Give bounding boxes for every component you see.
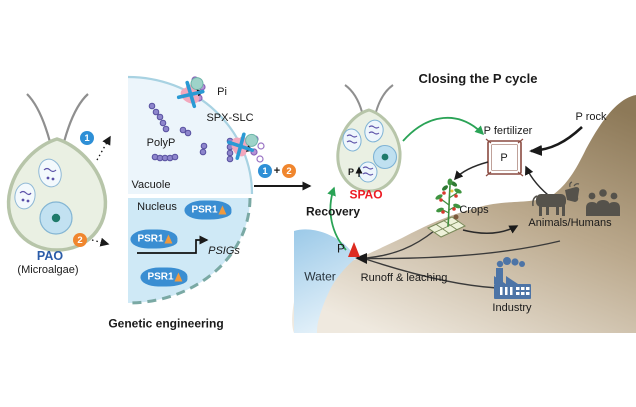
step1-badge: 1: [80, 131, 94, 145]
x-mark-icon: [227, 132, 255, 160]
psr1-marker-icon: [218, 205, 227, 215]
vacuole-organelle: [364, 119, 384, 143]
promoter-arrow: [137, 235, 209, 254]
industry-label: Industry: [492, 301, 532, 314]
runoff-arrows: [355, 230, 561, 289]
factory-icon: [494, 257, 531, 299]
polyp-label: PolyP: [146, 136, 176, 149]
pi-label: Pi: [217, 85, 227, 98]
psr1-marker-icon: [164, 234, 173, 244]
psr1-protein: PSR1: [130, 229, 178, 249]
step1-badge: 1: [258, 164, 272, 178]
spx-slc-transporter-icon: [176, 77, 205, 109]
fertilizer-bag-letter: P: [500, 151, 508, 164]
crops-to-animals-arrow: [462, 225, 519, 234]
flagellum: [62, 93, 89, 143]
genetic-engineering-caption: Genetic engineering: [108, 316, 224, 331]
dashed-arrow-1: [96, 135, 111, 161]
flagellum: [344, 84, 363, 113]
water-label: Water: [304, 269, 336, 284]
step2-badge: 2: [282, 164, 296, 178]
psigs-label: PSIGs: [208, 244, 240, 257]
water-p-label: P: [336, 241, 346, 256]
fertilizer-to-crops-arrow: [454, 161, 489, 181]
dashed-arrow-2: [91, 237, 110, 247]
green-recovery-arrow: [327, 186, 347, 251]
step2-badge: 2: [73, 233, 87, 247]
vacuole-organelle: [342, 128, 362, 152]
field-icon: [426, 214, 467, 238]
vacuole-organelle: [38, 158, 62, 188]
animals-humans-label: Animals/Humans: [528, 216, 612, 229]
fertilizer-label: P fertilizer: [483, 124, 533, 137]
green-fertilizer-arrow: [402, 116, 485, 142]
spao-label: SPAO: [349, 187, 383, 202]
rock-to-fertilizer-arrow: [529, 126, 583, 156]
spao-cell: [336, 84, 402, 193]
flagellum: [26, 93, 52, 143]
pao-sublabel: (Microalgae): [17, 263, 79, 276]
fertilizer-bag-icon: [485, 138, 524, 177]
flagellum: [375, 84, 394, 113]
spx-slc-label: SPX-SLC: [206, 111, 254, 124]
polyp-chain: [148, 102, 234, 163]
plant-icon: [435, 178, 462, 227]
cycle-title: Closing the P cycle: [418, 70, 538, 86]
vacuole-label: Vacuole: [131, 178, 171, 191]
runoff-label: Runoff & leaching: [360, 271, 448, 284]
spx-slc-transporter-icon: [227, 132, 259, 160]
crops-label: Crops: [459, 203, 489, 216]
vacuole-organelle: [14, 182, 36, 210]
psr1-marker-icon: [174, 272, 183, 282]
cow-icon: [532, 181, 580, 216]
recovery-label: Recovery: [305, 204, 361, 219]
plus-sign: +: [273, 164, 281, 177]
vacuole-organelle: [358, 161, 378, 183]
hill: [292, 95, 636, 333]
psr1-protein: PSR1: [184, 200, 232, 220]
pao-cell: [6, 93, 108, 252]
rock-label: P rock: [575, 110, 607, 123]
people-icon: [586, 189, 620, 216]
psr1-protein: PSR1: [140, 267, 188, 287]
x-mark-icon: [176, 80, 205, 109]
spao-p-label: P: [347, 167, 355, 178]
pao-label: PAO: [36, 249, 64, 264]
water-body: [294, 229, 356, 333]
p-increase-icon: [348, 242, 360, 257]
nucleus-label: Nucleus: [137, 200, 177, 213]
